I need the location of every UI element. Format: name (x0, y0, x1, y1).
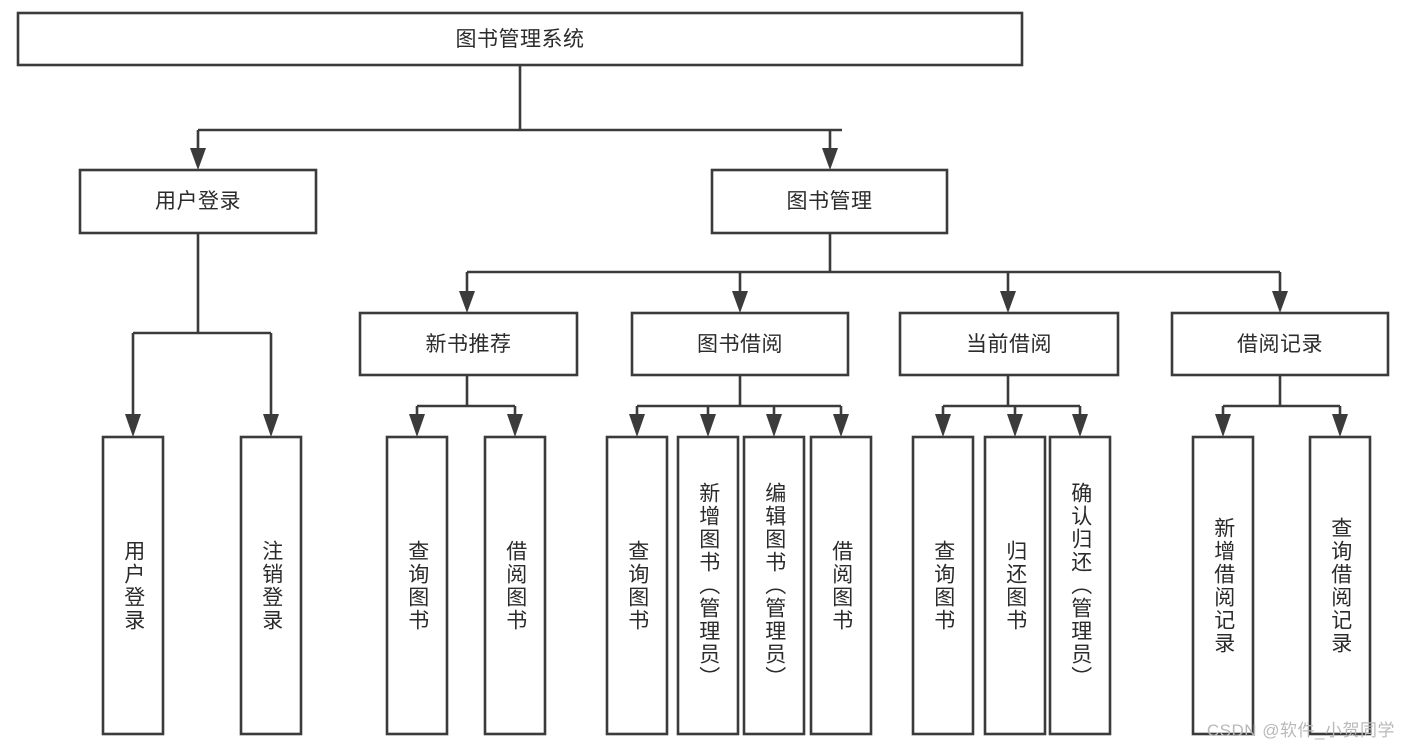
arrow-currentborrow-c2 (1007, 414, 1023, 437)
arrow-bookborrow-c1 (629, 414, 645, 437)
node-box-leaf-confirm-return-admin[interactable] (1048, 435, 1112, 736)
node-box-user-login[interactable] (78, 168, 318, 235)
arrow-root-to-book-manage (822, 148, 838, 170)
node-label-leaf-query-book-3: 查询图书 (931, 539, 955, 632)
arrow-borrowrecord-c2 (1332, 414, 1348, 437)
node-label-leaf-confirm-return-admin: 确认归还（管理员） (1068, 482, 1092, 689)
node-box-leaf-query-book-3[interactable] (911, 435, 975, 736)
node-label-user-login: 用户登录 (155, 190, 241, 213)
node-label-leaf-add-book-admin: 新增图书（管理员） (696, 482, 720, 689)
node-box-leaf-borrow-book-2[interactable] (809, 435, 873, 736)
node-box-leaf-user-login[interactable] (101, 435, 165, 736)
arrow-currentborrow-c1 (935, 414, 951, 437)
node-box-new-book-rec[interactable] (358, 311, 579, 377)
node-box-current-borrow[interactable] (898, 311, 1120, 377)
arrow-bookmanage-c2 (732, 291, 748, 313)
node-box-leaf-logout[interactable] (239, 435, 303, 736)
node-label-leaf-logout: 注销登录 (259, 539, 283, 632)
node-label-leaf-return-book: 归还图书 (1003, 539, 1027, 632)
node-label-book-borrow: 图书借阅 (697, 332, 783, 356)
node-label-leaf-borrow-book-1: 借阅图书 (503, 539, 527, 632)
node-box-book-manage[interactable] (710, 168, 949, 235)
node-box-root[interactable] (16, 11, 1024, 67)
node-box-borrow-record[interactable] (1170, 311, 1390, 377)
node-label-leaf-user-login: 用户登录 (121, 539, 145, 632)
node-label-leaf-query-book-2: 查询图书 (625, 539, 649, 632)
node-label-root: 图书管理系统 (455, 27, 585, 51)
node-box-leaf-add-record[interactable] (1191, 435, 1255, 736)
node-label-new-book-rec: 新书推荐 (425, 332, 512, 356)
arrow-borrowrecord-c1 (1215, 414, 1231, 437)
node-label-book-manage: 图书管理 (786, 190, 873, 213)
node-box-book-borrow[interactable] (630, 311, 850, 377)
arrow-bookborrow-c4 (833, 414, 849, 437)
arrow-currentborrow-c3 (1072, 414, 1088, 437)
node-label-leaf-borrow-book-2: 借阅图书 (829, 539, 853, 632)
node-box-leaf-edit-book-admin[interactable] (742, 435, 806, 736)
arrow-bookmanage-c4 (1272, 291, 1288, 313)
node-label-leaf-query-book-1: 查询图书 (405, 539, 429, 632)
arrow-userlogin-c2 (263, 414, 279, 437)
node-box-leaf-query-book-2[interactable] (605, 435, 669, 736)
node-box-leaf-return-book[interactable] (983, 435, 1047, 736)
arrow-newbook-c2 (507, 414, 523, 437)
node-label-leaf-edit-book-admin: 编辑图书（管理员） (762, 482, 786, 689)
node-box-leaf-query-book-1[interactable] (385, 435, 449, 736)
node-label-leaf-query-record: 查询借阅记录 (1328, 516, 1352, 655)
node-box-leaf-add-book-admin[interactable] (676, 435, 740, 736)
arrow-root-to-user-login (190, 148, 206, 170)
arrow-bookmanage-c1 (459, 291, 475, 313)
arrow-userlogin-c1 (125, 414, 141, 437)
node-box-leaf-query-record[interactable] (1308, 435, 1372, 736)
node-label-current-borrow: 当前借阅 (966, 332, 1052, 356)
arrow-bookborrow-c2 (700, 414, 716, 437)
arrow-bookborrow-c3 (766, 414, 782, 437)
csdn-watermark: CSDN @软件_小贺同学 (1206, 721, 1395, 740)
node-label-leaf-add-record: 新增借阅记录 (1211, 516, 1235, 655)
arrow-bookmanage-c3 (1000, 291, 1016, 313)
node-label-borrow-record: 借阅记录 (1237, 332, 1323, 356)
node-box-leaf-borrow-book-1[interactable] (483, 435, 547, 736)
arrow-newbook-c1 (409, 414, 425, 437)
